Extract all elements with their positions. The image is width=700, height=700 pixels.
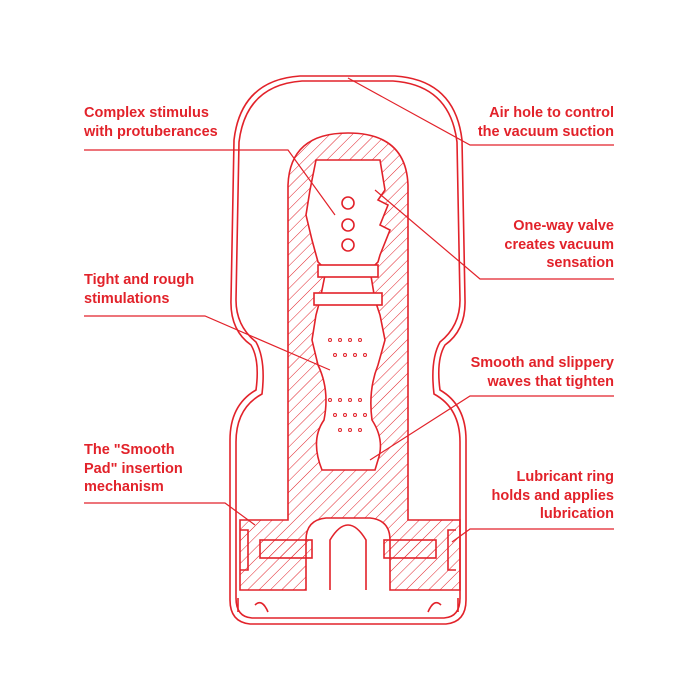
leader-smooth-pad <box>84 502 256 526</box>
leader-tight <box>84 315 331 371</box>
inner-channel <box>305 159 392 471</box>
label-smooth-waves: Smooth and slippery waves that tighten <box>470 355 614 390</box>
label-one-way-valve: One-way valve creates vacuum sensation <box>504 218 614 271</box>
label-lubricant-ring: Lubricant ring holds and applies lubrica… <box>491 469 614 522</box>
label-smooth-pad: The "Smooth Pad" insertion mechanism <box>84 442 183 495</box>
leader-air-hole <box>347 77 614 146</box>
smooth-pad-left <box>259 539 313 559</box>
leader-lines <box>84 77 614 543</box>
leader-complex <box>84 149 336 216</box>
leader-lubricant <box>451 528 614 543</box>
leader-smooth-waves <box>369 395 614 461</box>
outer-cup-inner-outline <box>235 80 461 619</box>
outer-cup-outline <box>229 75 467 625</box>
smooth-pad-right <box>383 539 437 559</box>
label-air-hole: Air hole to control the vacuum suction <box>477 105 614 140</box>
label-complex-stimulus: Complex stimulus with protuberances <box>84 105 218 140</box>
label-tight-rough: Tight and rough stimulations <box>84 272 195 307</box>
leader-valve <box>374 189 614 280</box>
